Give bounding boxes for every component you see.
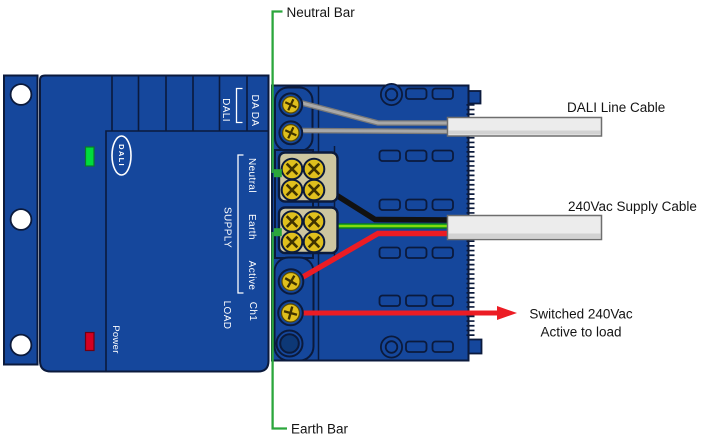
- neutral-bar-label: Neutral Bar: [287, 5, 356, 20]
- label-neutral: Neutral: [246, 158, 257, 193]
- neutral-terminal-block: [277, 151, 339, 203]
- label-power: Power: [110, 325, 121, 353]
- device-body: DALI DALI DA DA Neutral Earth Active Ch1…: [39, 74, 270, 373]
- label-dali-group: DALI: [220, 98, 231, 122]
- earth-terminal-block: [277, 206, 339, 255]
- dali-status-led: [84, 146, 95, 167]
- power-led: [84, 331, 95, 352]
- supply-group-bracket: [237, 154, 244, 294]
- supply-cable: [446, 214, 603, 241]
- terminal-unused: [275, 329, 304, 358]
- label-earth: Earth: [246, 214, 257, 240]
- terminal-da-1: [278, 92, 304, 118]
- bar-callout-lines: [271, 10, 287, 430]
- inner-panel-edge: [105, 130, 268, 372]
- switched-active-arrowhead: [497, 306, 517, 320]
- terminal-da-2: [278, 120, 304, 146]
- terminal-active: [277, 268, 305, 295]
- label-da-da: DA DA: [249, 94, 260, 126]
- mounting-hole: [9, 333, 33, 357]
- earth-bar-dot: [273, 228, 282, 237]
- dali-line-cable-label: DALI Line Cable: [567, 100, 665, 115]
- dali-line-cable: [446, 116, 603, 137]
- mounting-hole: [9, 208, 33, 231]
- earth-bar-label: Earth Bar: [291, 422, 349, 437]
- dali-wire-2: [299, 129, 456, 133]
- label-load-group: LOAD: [221, 301, 232, 330]
- terminals: [275, 92, 339, 358]
- earth-bar-line: [271, 232, 287, 430]
- vent-slots: [378, 83, 454, 359]
- dali-group-bracket: [235, 87, 243, 124]
- mounting-plate: [3, 74, 39, 366]
- label-active: Active: [246, 261, 257, 291]
- dali-logo-text: DALI: [117, 144, 126, 167]
- label-supply-group: SUPPLY: [222, 207, 233, 248]
- label-ch1: Ch1: [247, 302, 258, 322]
- supply-cable-label: 240Vac Supply Cable: [568, 199, 697, 214]
- terminal-ch1: [277, 299, 304, 327]
- dali-wire-1: [297, 100, 455, 125]
- module-dividers: [111, 76, 248, 131]
- neutral-bar-line: [271, 10, 283, 173]
- switched-load-label-line1: Switched 240Vac: [529, 307, 633, 322]
- mounting-hole: [9, 83, 33, 106]
- neutral-bar-dot: [273, 169, 282, 178]
- dali-logo: DALI: [111, 135, 132, 176]
- active-wire-red: [294, 230, 455, 284]
- switched-load-label-line2: Active to load: [540, 325, 621, 340]
